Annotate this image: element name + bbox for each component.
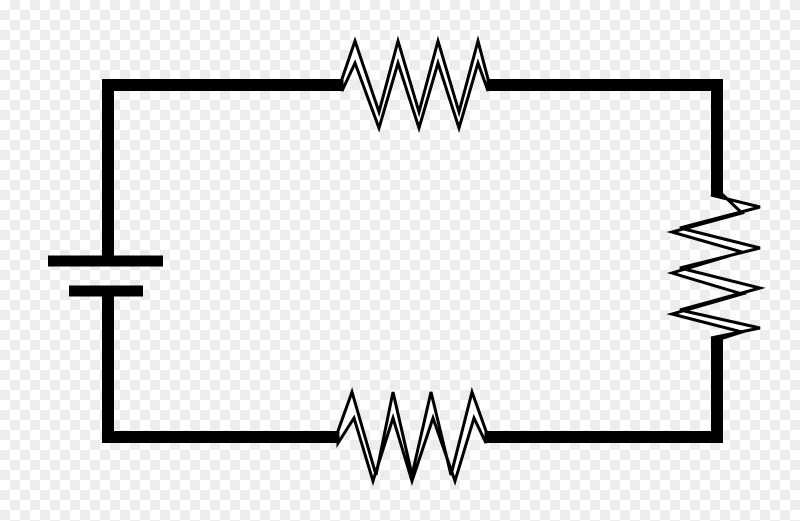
resistor-bottom — [336, 386, 488, 487]
wire-bottom-left — [102, 296, 338, 443]
wire-right-bottom — [486, 338, 723, 443]
battery-symbol — [48, 255, 163, 297]
resistor-top — [340, 35, 490, 134]
wire-left-top — [102, 79, 342, 260]
resistor-right — [666, 193, 766, 340]
wire-top-right — [488, 79, 723, 195]
wires — [102, 79, 723, 443]
